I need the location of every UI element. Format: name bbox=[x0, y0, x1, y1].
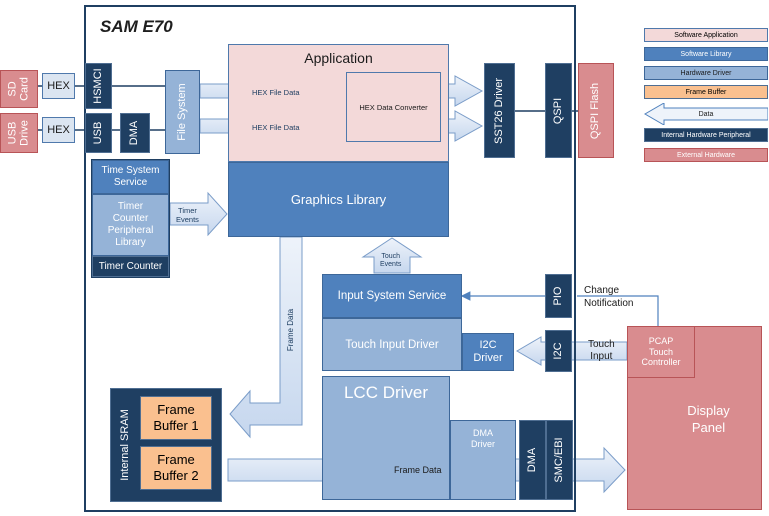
qspi-label: QSPI bbox=[551, 97, 564, 124]
touch-events-arrow bbox=[361, 237, 423, 274]
application-label: Application bbox=[304, 50, 373, 66]
sst26-driver-label: SST26 Driver bbox=[492, 77, 505, 144]
timer-counter-lib-block: Timer Counter Peripheral Library bbox=[92, 194, 169, 256]
legend-software-application: Software Application bbox=[644, 28, 768, 42]
hex-sd-block: HEX bbox=[42, 73, 75, 99]
dma-bottom-label: DMA bbox=[525, 447, 538, 473]
legend-software-library: Software Library bbox=[644, 47, 768, 61]
legend-data: Data bbox=[698, 110, 714, 118]
timer-events-arrow bbox=[169, 191, 228, 237]
timer-counter-hw-block: Timer Counter bbox=[92, 256, 169, 277]
hex-usb-block: HEX bbox=[42, 117, 75, 143]
graphics-library-block: Graphics Library bbox=[228, 162, 449, 237]
frame-data-vertical-arrow bbox=[229, 236, 303, 439]
frame-data-vertical-label-wrap: Frame Data bbox=[280, 300, 302, 360]
pio-label: PIO bbox=[551, 286, 564, 306]
frame-buffer-2-block: Frame Buffer 2 bbox=[140, 446, 212, 490]
frame-data-vertical-label: Frame Data bbox=[285, 308, 295, 352]
touch-input-arrow bbox=[516, 336, 628, 366]
legend-frame-buffer: Frame Buffer bbox=[644, 85, 768, 99]
internal-sram-label-wrap: Internal SRAM bbox=[112, 390, 140, 500]
touch-events-label: Touch Events bbox=[380, 253, 402, 269]
dma-top-block: DMA bbox=[120, 113, 150, 153]
smc-ebi-block: SMC/EBI bbox=[546, 420, 573, 500]
usb-block: USB bbox=[85, 113, 112, 153]
qspi-flash-block: QSPI Flash bbox=[578, 63, 614, 158]
timer-stack bbox=[91, 159, 170, 278]
frame-data-horizontal-label: Frame Data bbox=[394, 465, 442, 475]
internal-sram-label: Internal SRAM bbox=[119, 409, 132, 481]
pcap-touch-controller-block: PCAP Touch Controller bbox=[627, 326, 695, 378]
hex-file-data-label-2: HEX File Data bbox=[252, 123, 300, 132]
chip-title: SAM E70 bbox=[100, 17, 173, 36]
hex-file-data-label-1: HEX File Data bbox=[252, 88, 300, 97]
input-system-service-block: Input System Service bbox=[322, 274, 462, 318]
usb-drive-block: USB Drive bbox=[0, 113, 38, 153]
hex-data-converter-block: HEX Data Converter bbox=[346, 72, 441, 142]
hsmci-label: HSMCI bbox=[91, 68, 104, 104]
i2c-block: I2C bbox=[545, 330, 572, 372]
dma-bottom-block: DMA bbox=[519, 420, 546, 500]
i2c-driver-block: I2C Driver bbox=[462, 333, 514, 371]
touch-input-driver-label: Touch Input Driver bbox=[345, 338, 439, 351]
usb-drive-label: USB Drive bbox=[6, 120, 30, 146]
touch-input-label: Touch Input bbox=[588, 339, 615, 362]
touch-input-driver-block bbox=[322, 318, 462, 371]
hsmci-block: HSMCI bbox=[85, 63, 112, 109]
legend-external-hardware: External Hardware bbox=[644, 148, 768, 162]
pio-block: PIO bbox=[545, 274, 572, 318]
file-system-label: File System bbox=[175, 83, 188, 141]
i2c-label: I2C bbox=[551, 342, 564, 360]
change-notification-line bbox=[577, 295, 659, 326]
timer-events-label: Timer Events bbox=[176, 206, 199, 224]
file-system-block: File System bbox=[165, 70, 200, 154]
sam-e70-chip-boundary bbox=[84, 5, 576, 512]
usb-label: USB bbox=[91, 121, 104, 145]
sd-card-label: SD Card bbox=[6, 77, 30, 101]
dma-driver-block: DMA Driver bbox=[450, 420, 516, 500]
change-notification-label: Change Notification bbox=[584, 285, 634, 309]
smc-ebi-label: SMC/EBI bbox=[552, 437, 565, 483]
legend-internal-hw-peripheral: Internal Hardware Peripheral bbox=[644, 128, 768, 142]
lcc-driver-label: LCC Driver bbox=[343, 383, 429, 402]
sst26-driver-block: SST26 Driver bbox=[484, 63, 515, 158]
time-system-service-block: Time System Service bbox=[92, 160, 169, 194]
legend-hardware-driver: Hardware Driver bbox=[644, 66, 768, 80]
dma-top-label: DMA bbox=[128, 120, 141, 146]
sd-card-block: SD Card bbox=[0, 70, 38, 108]
display-panel-label: Display Panel bbox=[687, 403, 730, 435]
frame-buffer-1-block: Frame Buffer 1 bbox=[140, 396, 212, 440]
qspi-block: QSPI bbox=[545, 63, 572, 158]
legend-data-arrow bbox=[644, 103, 768, 125]
qspi-flash-label: QSPI Flash bbox=[589, 82, 602, 139]
lcc-driver-block bbox=[322, 376, 450, 500]
